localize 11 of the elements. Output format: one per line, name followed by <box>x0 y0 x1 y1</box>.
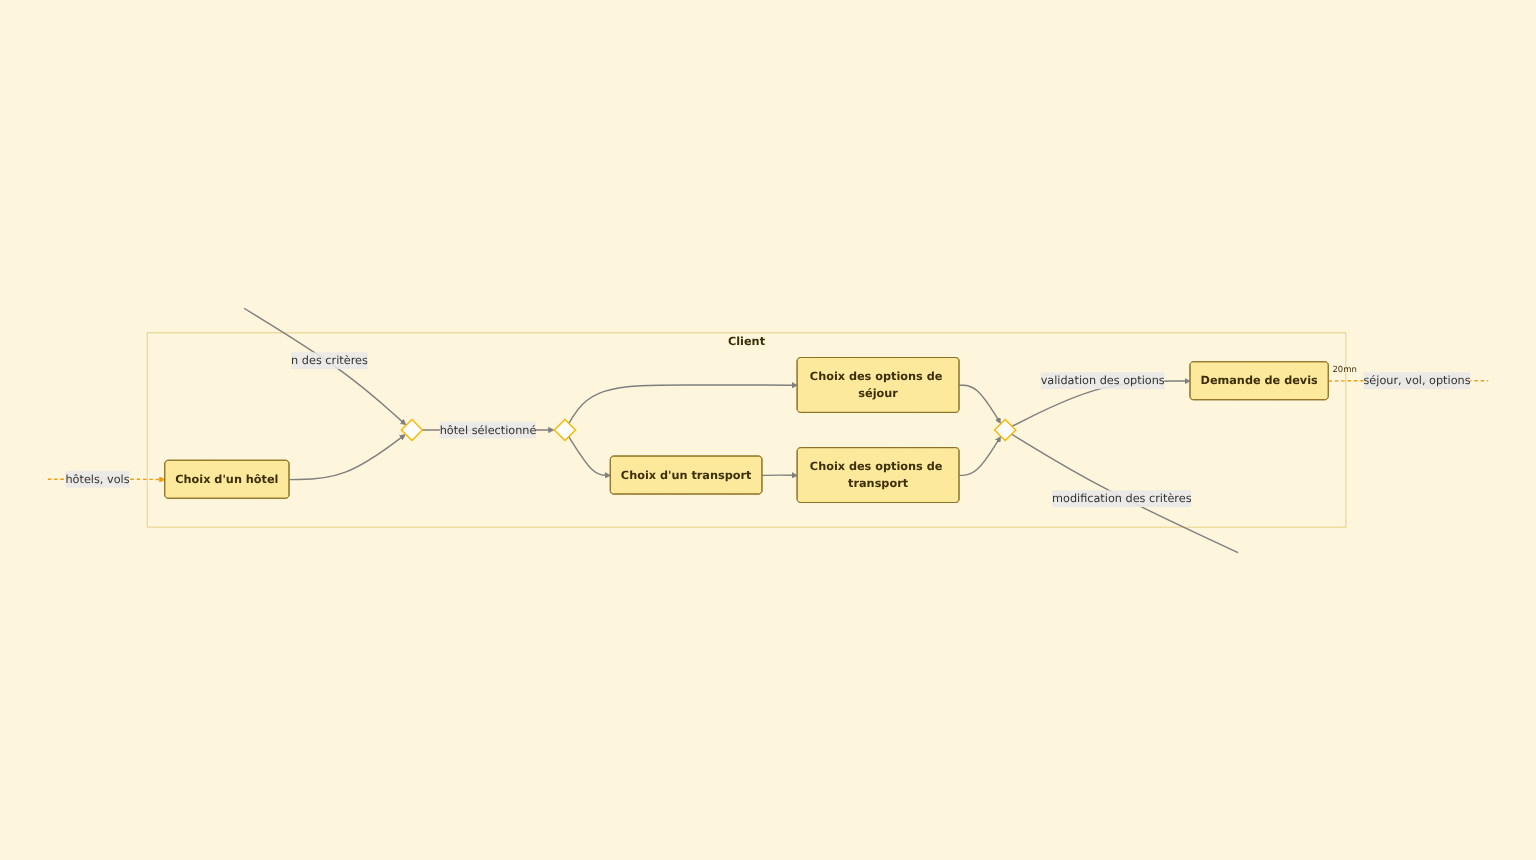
arrow <box>567 382 798 425</box>
arrow <box>958 384 1001 424</box>
arrow <box>958 436 1001 477</box>
node-diamond <box>553 418 577 442</box>
arrow <box>567 435 611 479</box>
arrow <box>243 307 407 426</box>
arrow <box>761 472 798 479</box>
connector <box>1010 433 1239 554</box>
arrow <box>288 434 406 481</box>
node-diamond <box>400 418 424 442</box>
node-diamond <box>993 418 1017 442</box>
